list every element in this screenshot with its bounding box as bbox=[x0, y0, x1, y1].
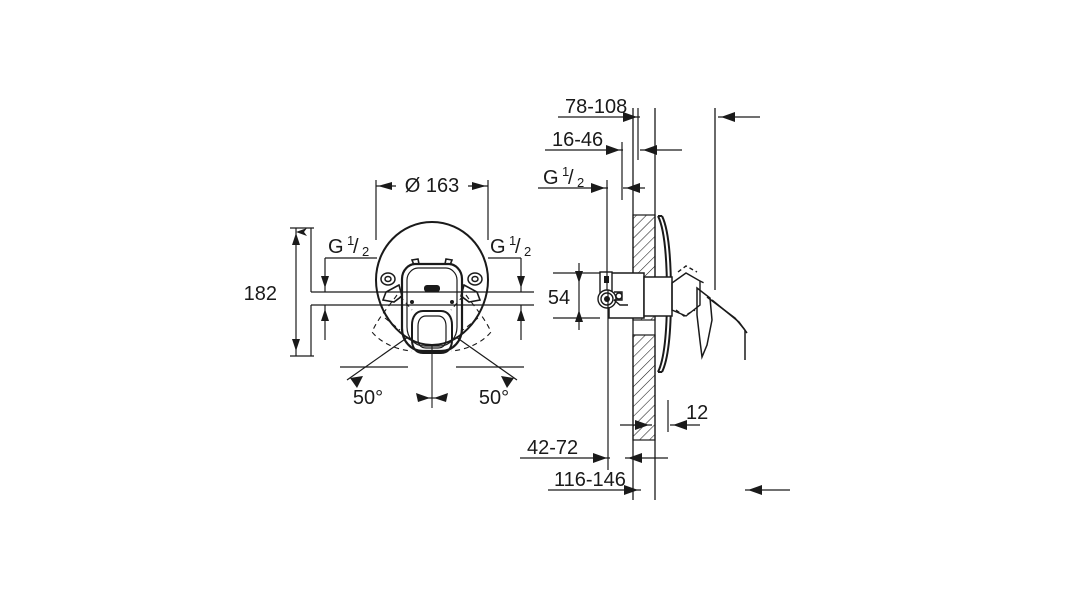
dim-label-16-46: 16-46 bbox=[552, 129, 603, 151]
slash-left-front: / bbox=[353, 236, 359, 258]
inlet-connectors bbox=[380, 272, 483, 286]
diverter-slot bbox=[424, 285, 440, 292]
mixer-body-front bbox=[400, 262, 464, 353]
projection-right bbox=[714, 108, 760, 290]
dim-label-g-side-num: 1 bbox=[562, 164, 569, 179]
dim-g-half-left-front bbox=[321, 257, 377, 340]
angle-leaders bbox=[340, 336, 524, 402]
dim-label-g-side: G bbox=[543, 167, 559, 189]
dim-label-g-right-front-den: 2 bbox=[524, 244, 531, 259]
dim-label-116-146: 116-146 bbox=[554, 469, 626, 491]
dim-116-146 bbox=[548, 485, 790, 495]
dim-label-g-right-front-num: 1 bbox=[509, 233, 516, 248]
slash-g-side: / bbox=[568, 167, 574, 189]
dim-label-182: 182 bbox=[244, 283, 277, 305]
dim-16-46 bbox=[545, 142, 682, 200]
dim-label-g-left-front: G bbox=[328, 236, 344, 258]
dim-label-78-108: 78-108 bbox=[565, 96, 627, 118]
body-top-tabs bbox=[410, 258, 454, 266]
dim-diameter-163 bbox=[375, 180, 489, 240]
dim-42-72 bbox=[520, 290, 668, 470]
dim-g-half-right-front bbox=[488, 257, 525, 340]
lever-handle-front bbox=[411, 310, 453, 354]
inlet-stub-side bbox=[597, 271, 628, 309]
dim-12 bbox=[620, 400, 700, 432]
dim-label-angle-right: 50° bbox=[479, 387, 509, 409]
dim-label-54: 54 bbox=[548, 287, 570, 309]
dim-label-diameter: Ø 163 bbox=[405, 175, 459, 197]
cartridge-body-side bbox=[608, 272, 673, 319]
dim-label-g-left-front-num: 1 bbox=[347, 233, 354, 248]
dim-78-108 bbox=[558, 108, 640, 160]
handle-hub-side bbox=[671, 265, 707, 317]
dim-label-g-right-front: G bbox=[490, 236, 506, 258]
slash-right-front: / bbox=[515, 236, 521, 258]
dim-label-g-side-den: 2 bbox=[577, 175, 584, 190]
screw-dot-right bbox=[450, 300, 454, 304]
dim-label-12: 12 bbox=[686, 402, 708, 424]
screw-dot-left bbox=[410, 300, 414, 304]
dim-54 bbox=[553, 263, 600, 330]
lever-handle-side bbox=[696, 286, 748, 360]
dim-label-angle-left: 50° bbox=[353, 387, 383, 409]
dim-label-g-left-front-den: 2 bbox=[362, 244, 369, 259]
dim-182 bbox=[290, 227, 314, 357]
dim-g-half-side bbox=[538, 180, 645, 290]
inlet-axis-lines bbox=[311, 291, 534, 306]
dim-label-42-72: 42-72 bbox=[527, 437, 578, 459]
front-view-group bbox=[311, 220, 534, 408]
